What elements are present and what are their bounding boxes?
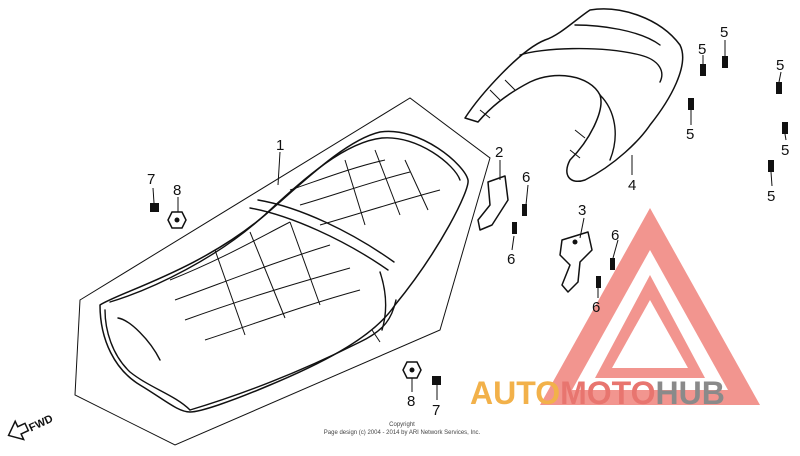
callout-4: 4	[628, 177, 636, 194]
callout-labels: 1 7 8 2 6 6 3 6 6 4 5 5 5 5 5 5 8 7	[147, 24, 789, 419]
callout-5-d: 5	[776, 57, 784, 74]
callout-5-f: 5	[767, 188, 775, 205]
watermark-text: AUTOMOTOHUB	[470, 375, 725, 411]
watermark-auto: AUTO	[470, 375, 560, 411]
callout-6-d: 6	[592, 299, 600, 316]
callout-5-e: 5	[781, 142, 789, 159]
callout-8-bottom: 8	[407, 393, 415, 410]
callout-8-left: 8	[173, 182, 181, 199]
callout-7-left: 7	[147, 171, 155, 188]
copyright-line-2: Page design (c) 2004 - 2014 by ARI Netwo…	[324, 430, 481, 436]
bracket-2	[477, 175, 509, 231]
leader-lines	[152, 40, 787, 400]
svg-text:AUTOMOTOHUB: AUTOMOTOHUB	[470, 375, 725, 411]
watermark-logo	[540, 208, 760, 405]
callout-7-bottom: 7	[432, 402, 440, 419]
callout-3: 3	[578, 202, 586, 219]
callout-5-c: 5	[686, 126, 694, 143]
fwd-label: FWD	[27, 413, 55, 434]
seat-box-outline	[74, 97, 491, 446]
copyright-notice: Copyright Page design (c) 2004 - 2014 by…	[324, 422, 481, 436]
callout-6-c: 6	[611, 227, 619, 244]
hardware	[150, 56, 788, 385]
watermark-hub: HUB	[655, 375, 724, 411]
fwd-arrow: FWD	[7, 413, 55, 441]
copyright-line-1: Copyright	[389, 422, 415, 428]
callout-1: 1	[276, 137, 284, 154]
seat-assembly	[99, 130, 469, 413]
callout-5-b: 5	[720, 24, 728, 41]
callout-6-b: 6	[507, 251, 515, 268]
grab-rail	[464, 8, 684, 182]
callout-6-a: 6	[522, 169, 530, 186]
watermark-moto: MOTO	[560, 375, 655, 411]
bracket-3	[559, 231, 593, 293]
callout-5-a: 5	[698, 41, 706, 58]
callout-2: 2	[495, 144, 503, 161]
